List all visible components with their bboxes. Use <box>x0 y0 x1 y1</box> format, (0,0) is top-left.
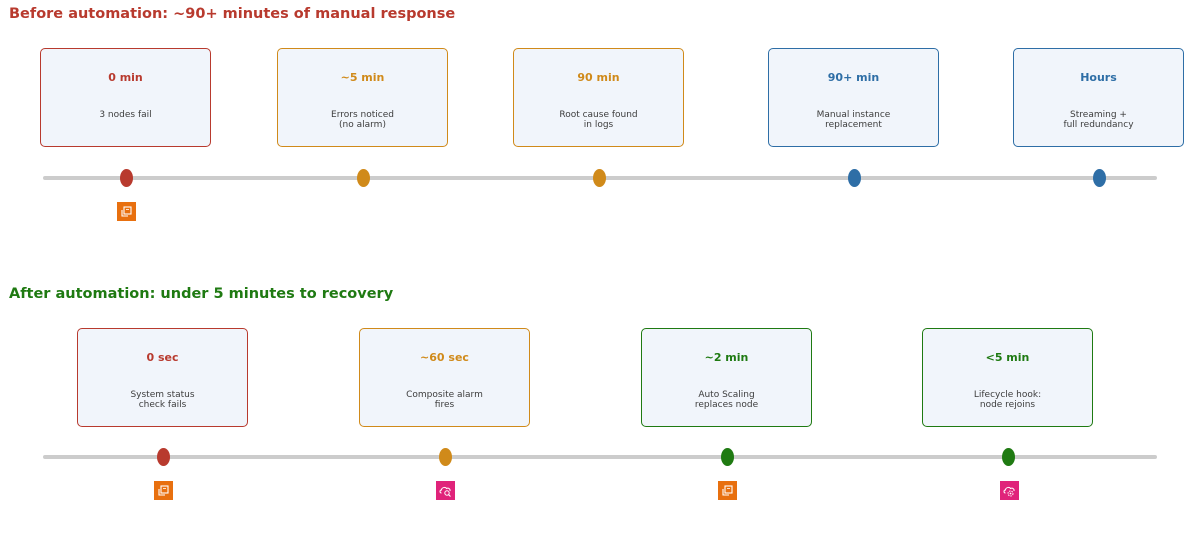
event-description: Composite alarm fires <box>406 390 483 410</box>
after-card-1: ~60 sec Composite alarm fires <box>359 328 530 427</box>
event-description: System status check fails <box>130 390 195 410</box>
after-marker-3 <box>1002 448 1015 466</box>
before-card-4: Hours Streaming + full redundancy <box>1013 48 1184 147</box>
event-time: <5 min <box>985 351 1030 364</box>
after-card-2: ~2 min Auto Scaling replaces node <box>641 328 812 427</box>
event-time: 0 sec <box>146 351 179 364</box>
before-marker-4 <box>1093 169 1106 187</box>
cloudwatch-settings-icon <box>1000 481 1019 500</box>
event-time: 90+ min <box>827 71 880 84</box>
event-description: Auto Scaling replaces node <box>694 390 759 410</box>
event-description: Streaming + full redundancy <box>1063 110 1134 130</box>
after-marker-2 <box>721 448 734 466</box>
after-title: After automation: under 5 minutes to rec… <box>9 286 394 302</box>
ec2-instances-icon <box>718 481 737 500</box>
event-time: 90 min <box>577 71 620 84</box>
ec2-instances-icon <box>154 481 173 500</box>
event-time: Hours <box>1080 71 1117 84</box>
cloudwatch-alarm-icon <box>436 481 455 500</box>
event-description: Manual instance replacement <box>816 110 891 130</box>
after-card-0: 0 sec System status check fails <box>77 328 248 427</box>
event-description: 3 nodes fail <box>99 110 152 120</box>
before-marker-1 <box>357 169 370 187</box>
before-card-1: ~5 min Errors noticed (no alarm) <box>277 48 448 147</box>
after-card-3: <5 min Lifecycle hook: node rejoins <box>922 328 1093 427</box>
event-time: ~5 min <box>340 71 385 84</box>
event-description: Lifecycle hook: node rejoins <box>973 390 1042 410</box>
event-description: Root cause found in logs <box>559 110 638 130</box>
before-card-3: 90+ min Manual instance replacement <box>768 48 939 147</box>
before-card-2: 90 min Root cause found in logs <box>513 48 684 147</box>
event-time: ~60 sec <box>420 351 469 364</box>
before-card-0: 0 min 3 nodes fail <box>40 48 211 147</box>
after-marker-0 <box>157 448 170 466</box>
before-title: Before automation: ~90+ minutes of manua… <box>9 6 456 22</box>
ec2-instances-icon <box>117 202 136 221</box>
event-description: Errors noticed (no alarm) <box>331 110 394 130</box>
event-time: ~2 min <box>704 351 749 364</box>
before-marker-2 <box>593 169 606 187</box>
before-marker-0 <box>120 169 133 187</box>
after-marker-1 <box>439 448 452 466</box>
after-timeline-track <box>43 455 1157 459</box>
event-time: 0 min <box>108 71 143 84</box>
before-marker-3 <box>848 169 861 187</box>
